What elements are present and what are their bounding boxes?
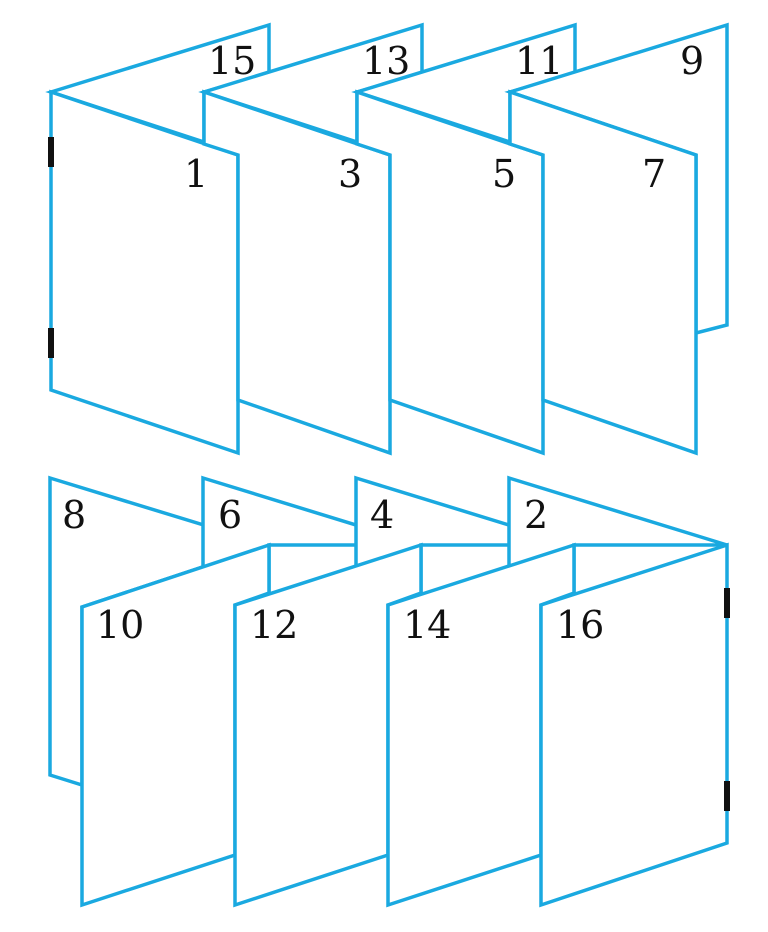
page-number-16: 16 [556, 603, 604, 647]
page-number-2: 2 [524, 493, 548, 537]
page-number-5: 5 [492, 152, 516, 196]
page-number-6: 6 [218, 493, 242, 537]
page-number-3: 3 [338, 152, 362, 196]
page-number-7: 7 [642, 152, 666, 196]
top-strip: 15 13 11 9 1 3 5 7 [45, 22, 729, 456]
page-number-12: 12 [250, 603, 298, 647]
page-number-8: 8 [62, 493, 86, 537]
page-number-13: 13 [362, 39, 410, 83]
page-number-15: 15 [208, 39, 256, 83]
page-number-14: 14 [403, 603, 451, 647]
page-number-10: 10 [96, 603, 144, 647]
top-front-panel-1 [49, 89, 240, 456]
page-number-1: 1 [184, 152, 208, 196]
page-number-11: 11 [515, 39, 563, 83]
page-number-9: 9 [680, 39, 704, 83]
top-front-panel-4 [508, 89, 698, 456]
bottom-strip: 8 6 4 2 10 12 14 16 [48, 475, 730, 908]
page-number-4: 4 [370, 493, 394, 537]
bottom-front-panel-4 [539, 542, 729, 908]
